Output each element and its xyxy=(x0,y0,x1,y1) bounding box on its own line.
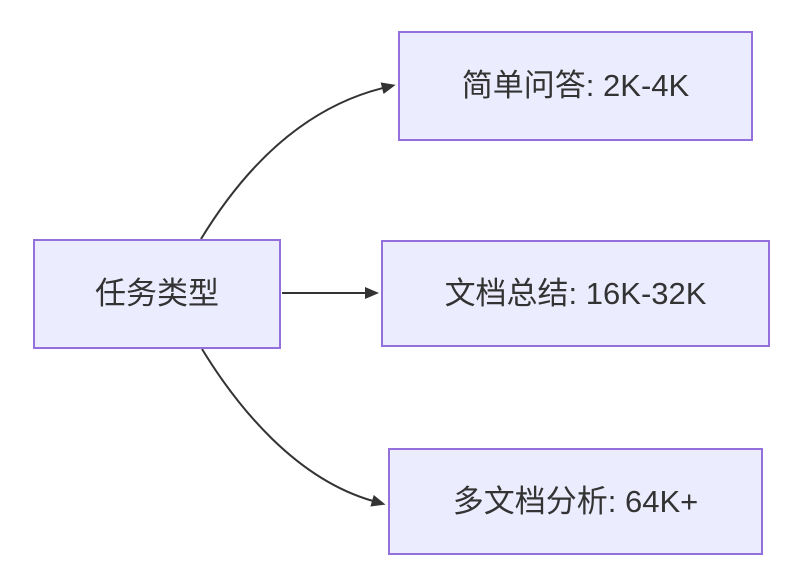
node-multi-doc-analysis-label: 多文档分析: 64K+ xyxy=(452,483,699,519)
node-doc-summary-label: 文档总结: 16K-32K xyxy=(444,275,707,311)
edge-root-to-bottom xyxy=(201,348,386,507)
node-task-type: 任务类型 xyxy=(33,239,281,349)
node-doc-summary: 文档总结: 16K-32K xyxy=(381,240,770,347)
node-multi-doc-analysis: 多文档分析: 64K+ xyxy=(388,448,763,555)
node-task-type-label: 任务类型 xyxy=(95,276,219,312)
node-simple-qa: 简单问答: 2K-4K xyxy=(398,31,753,141)
edge-root-to-top xyxy=(200,82,396,240)
node-simple-qa-label: 简单问答: 2K-4K xyxy=(461,68,690,104)
